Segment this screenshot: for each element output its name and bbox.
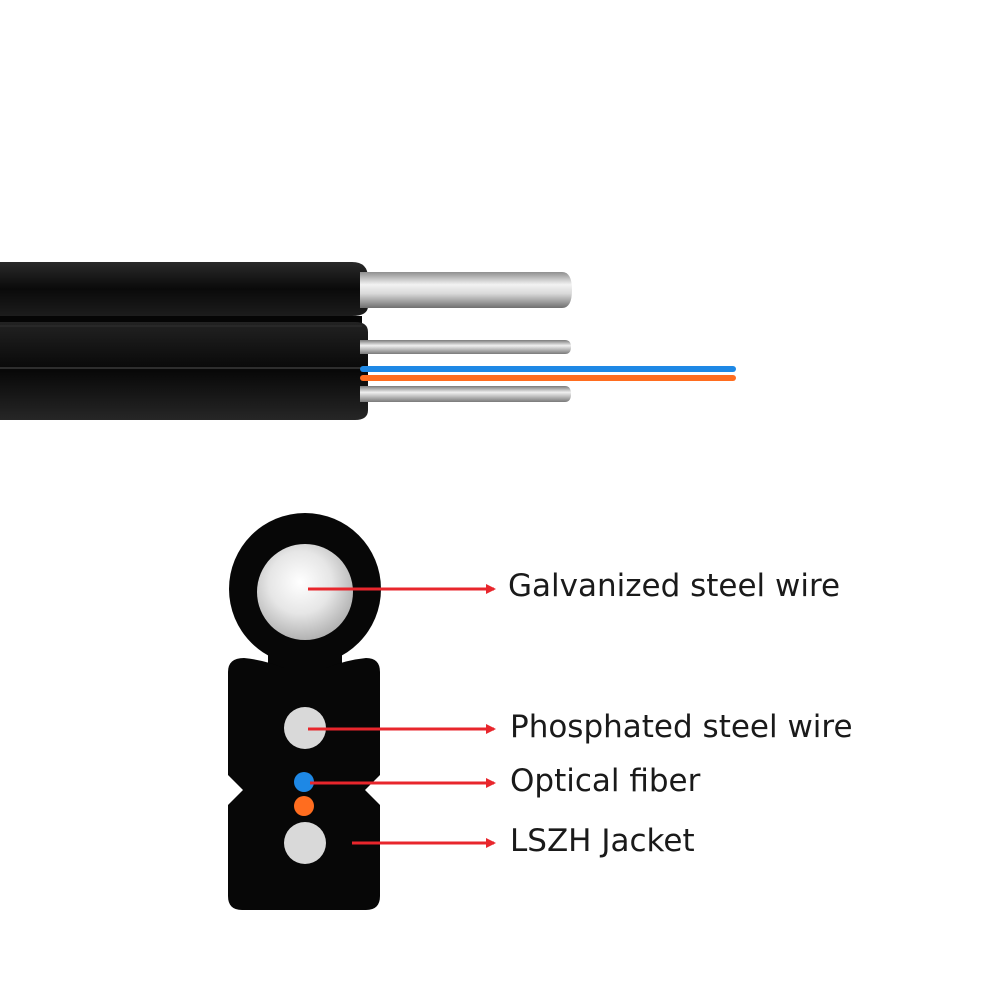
label-phosphated-steel-wire: Phosphated steel wire — [510, 709, 853, 745]
cable-cross-section — [228, 513, 381, 910]
phosphated-steel-wire-upper-section — [284, 707, 326, 749]
optical-fiber-orange-side — [360, 375, 736, 381]
optical-fiber-blue-section — [294, 772, 314, 792]
optical-fiber-orange-section — [294, 796, 314, 816]
phosphated-steel-wire-lower-side — [360, 386, 571, 402]
messenger-jacket — [0, 262, 368, 316]
phosphated-steel-wire-upper-side — [360, 340, 571, 354]
galvanized-steel-wire-section — [257, 544, 353, 640]
cable-side-view — [0, 262, 736, 420]
galvanized-steel-wire-side — [360, 272, 572, 308]
label-optical-fiber: Optical fiber — [510, 763, 701, 799]
phosphated-steel-wire-lower-section — [284, 822, 326, 864]
label-lszh-jacket: LSZH Jacket — [510, 823, 695, 859]
fiber-unit-jacket — [0, 322, 368, 420]
label-galvanized-steel-wire: Galvanized steel wire — [508, 568, 841, 604]
jacket-web — [0, 316, 362, 326]
callout-arrows — [308, 584, 496, 848]
section-neck — [268, 650, 342, 670]
optical-fiber-blue-side — [360, 366, 736, 372]
